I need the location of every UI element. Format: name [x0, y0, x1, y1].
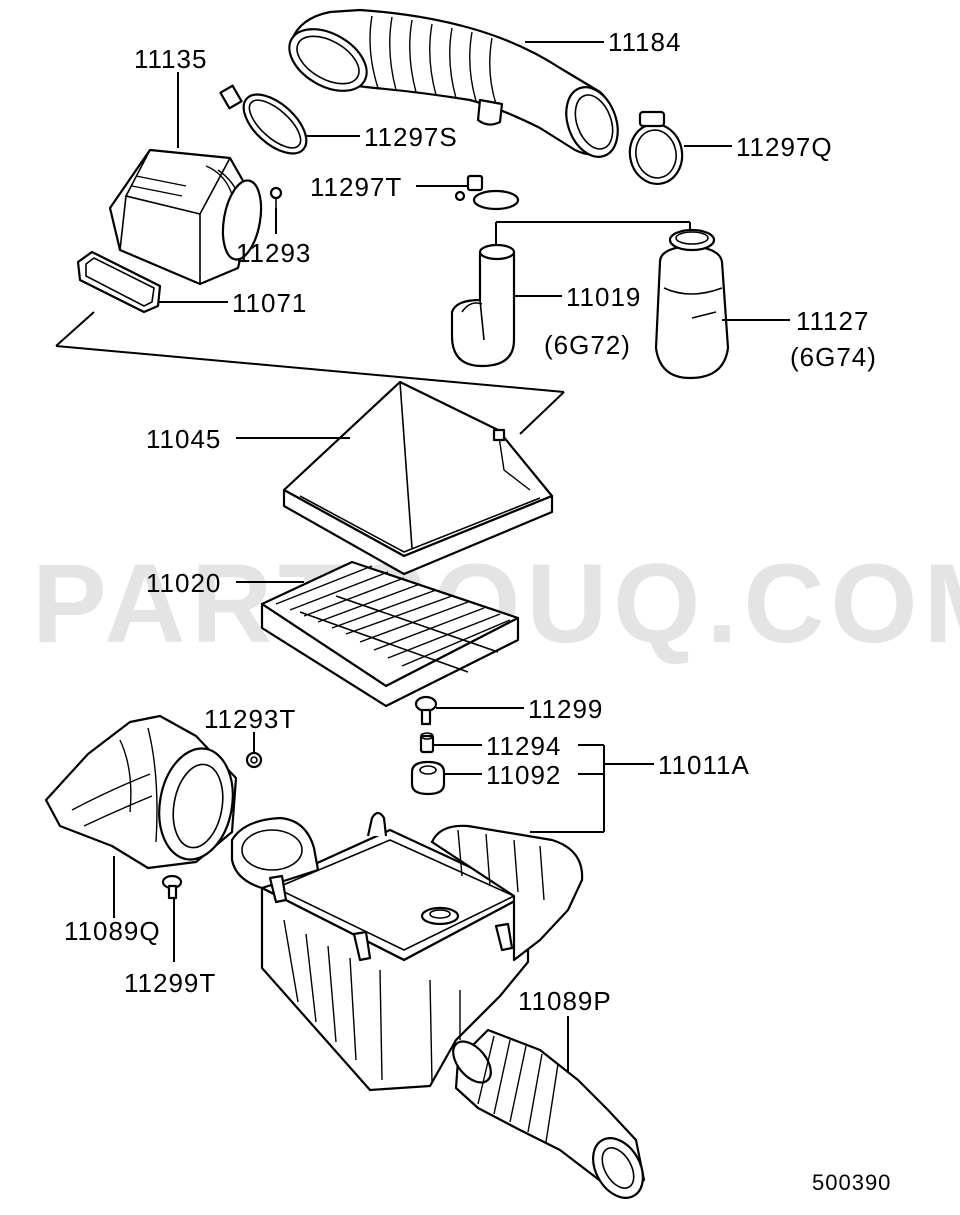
- label-11293: 11293: [236, 238, 311, 268]
- part-11019-duct-elbow[interactable]: [450, 243, 516, 368]
- part-11089Q-intake-duct[interactable]: [44, 714, 241, 870]
- label-11020: 11020: [146, 568, 221, 598]
- part-11297T-small-clamp[interactable]: [454, 174, 520, 211]
- label-11019: 11019: [566, 282, 641, 312]
- part-11297S-hose-clamp[interactable]: [219, 84, 316, 165]
- part-11299-bolt[interactable]: [414, 695, 438, 726]
- label-11299: 11299: [528, 694, 603, 724]
- part-11127-resonator[interactable]: [654, 228, 730, 380]
- label-11089P: 11089P: [518, 986, 612, 1016]
- part-11135-air-flow-sensor[interactable]: [108, 148, 267, 286]
- part-11297Q-hose-clamp[interactable]: [625, 110, 687, 188]
- part-11071-gasket[interactable]: [76, 250, 162, 314]
- label-11297Q: 11297Q: [736, 132, 833, 162]
- part-11020-filter-element[interactable]: [260, 560, 520, 708]
- part-11011A-air-cleaner-case[interactable]: [230, 811, 584, 1092]
- diagram-code: 500390: [812, 1170, 891, 1195]
- part-11184-intake-hose[interactable]: [279, 8, 627, 164]
- part-11293T-nut[interactable]: [245, 751, 263, 769]
- part-11092-grommet[interactable]: [410, 760, 446, 796]
- label-11184: 11184: [608, 27, 681, 57]
- label-11089Q: 11089Q: [64, 916, 161, 946]
- label-11297T: 11297T: [310, 172, 402, 202]
- label-11019-note: (6G72): [544, 330, 631, 360]
- label-11293T: 11293T: [204, 704, 296, 734]
- label-11127: 11127: [796, 306, 869, 336]
- label-11294: 11294: [486, 731, 561, 761]
- part-11045-air-cleaner-cover[interactable]: [282, 380, 554, 576]
- label-11092: 11092: [486, 760, 561, 790]
- label-11135: 11135: [134, 44, 207, 74]
- part-11299T-bolt[interactable]: [161, 874, 183, 900]
- part-11293-screw[interactable]: [269, 186, 283, 208]
- part-11294-collar[interactable]: [419, 732, 435, 754]
- label-11045: 11045: [146, 424, 221, 454]
- part-11089P-intake-duct[interactable]: [446, 1028, 653, 1207]
- label-11299T: 11299T: [124, 968, 216, 998]
- label-11127-note: (6G74): [790, 342, 877, 372]
- label-11071: 11071: [232, 288, 307, 318]
- label-11297S: 11297S: [364, 122, 458, 152]
- label-11011A: 11011A: [658, 750, 750, 780]
